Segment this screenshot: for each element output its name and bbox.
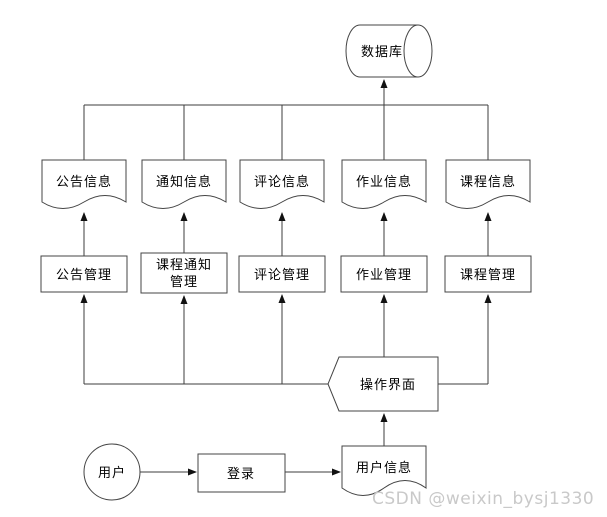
operation-panel-label: 操作界面 [360, 377, 416, 393]
user-label: 用户 [98, 465, 126, 481]
database-label: 数据库 [361, 44, 403, 60]
announcement-mgmt-box: 公告管理 [40, 255, 128, 293]
process-box [40, 255, 128, 293]
course-notice-mgmt-box: 课程通知 管理 [140, 252, 228, 294]
process-box [444, 255, 532, 293]
homework-mgmt-box: 作业管理 [340, 255, 428, 293]
login-box [197, 453, 286, 493]
document-label: 课程信息 [460, 174, 516, 190]
operation-panel-shape [327, 356, 439, 412]
course-info-doc: 课程信息 [445, 159, 531, 209]
user-node: 用户 [83, 443, 141, 501]
document-shape [141, 159, 227, 209]
connector-panel-to-managers [80, 294, 492, 385]
process-label: 课程管理 [460, 268, 516, 283]
announcement-info-doc: 公告信息 [41, 159, 127, 209]
manager-nodes: 公告管理 课程通知 管理 评论管理 作业管理 课程管理 [40, 252, 532, 294]
process-label-line1: 课程通知 [156, 257, 212, 273]
process-label: 作业管理 [356, 268, 412, 283]
process-box [140, 252, 228, 294]
database-cylinder-body [345, 24, 418, 78]
arrows-managers-to-documents [80, 212, 492, 256]
document-label: 作业信息 [356, 174, 412, 190]
database-node: 数据库 [345, 24, 433, 78]
process-label: 评论管理 [254, 268, 310, 283]
login-node: 登录 [197, 453, 286, 493]
document-shape [341, 159, 427, 209]
process-box [238, 255, 326, 293]
user-circle [83, 443, 141, 501]
user-info-node: 用户信息 [341, 445, 427, 496]
document-label: 通知信息 [156, 174, 212, 190]
document-label: 公告信息 [56, 174, 112, 190]
process-box [340, 255, 428, 293]
watermark-text: CSDN @weixin_bysj1330 [372, 489, 594, 509]
connector-docs-to-database [83, 79, 489, 160]
database-cylinder-end [403, 24, 433, 78]
homework-info-doc: 作业信息 [341, 159, 427, 209]
document-shape [341, 445, 427, 496]
user-info-label: 用户信息 [356, 460, 412, 476]
operation-panel-node: 操作界面 [327, 356, 439, 412]
comment-info-doc: 评论信息 [239, 159, 325, 209]
course-mgmt-box: 课程管理 [444, 255, 532, 293]
process-label-line2: 管理 [170, 275, 198, 290]
notice-info-doc: 通知信息 [141, 159, 227, 209]
comment-mgmt-box: 评论管理 [238, 255, 326, 293]
document-nodes: 公告信息 通知信息 评论信息 作业信息 课程信息 [41, 159, 531, 209]
document-shape [239, 159, 325, 209]
document-shape [445, 159, 531, 209]
document-shape [41, 159, 127, 209]
process-label: 公告管理 [56, 268, 112, 283]
connector-user-flow [140, 413, 388, 476]
document-label: 评论信息 [254, 174, 310, 190]
login-label: 登录 [227, 467, 255, 482]
